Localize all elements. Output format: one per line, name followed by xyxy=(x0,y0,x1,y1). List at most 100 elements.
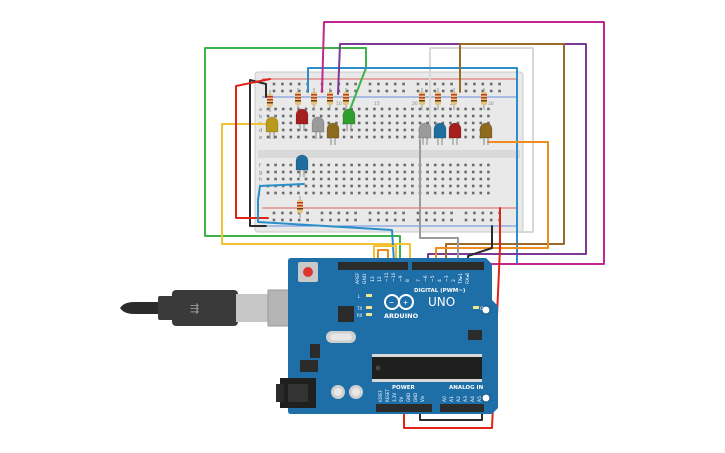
breadboard-hole[interactable] xyxy=(281,135,285,139)
power-header[interactable] xyxy=(376,404,432,412)
breadboard-hole[interactable] xyxy=(365,114,369,118)
breadboard-hole[interactable] xyxy=(471,184,475,188)
breadboard-hole[interactable] xyxy=(471,177,475,181)
breadboard-hole[interactable] xyxy=(327,191,331,195)
breadboard-hole[interactable] xyxy=(450,211,453,215)
breadboard-hole[interactable] xyxy=(433,218,437,222)
breadboard-hole[interactable] xyxy=(403,107,407,111)
breadboard-hole[interactable] xyxy=(479,121,483,125)
breadboard-hole[interactable] xyxy=(471,114,475,118)
breadboard-hole[interactable] xyxy=(354,211,357,215)
breadboard-hole[interactable] xyxy=(433,114,437,118)
breadboard-hole[interactable] xyxy=(388,191,391,195)
breadboard-hole[interactable] xyxy=(402,82,405,86)
breadboard-hole[interactable] xyxy=(289,107,293,111)
breadboard-hole[interactable] xyxy=(464,170,467,174)
breadboard-hole[interactable] xyxy=(377,218,380,222)
breadboard-hole[interactable] xyxy=(274,170,277,174)
breadboard-hole[interactable] xyxy=(304,135,308,139)
breadboard-hole[interactable] xyxy=(281,82,284,86)
breadboard-hole[interactable] xyxy=(464,177,467,181)
breadboard-hole[interactable] xyxy=(418,107,422,111)
breadboard-hole[interactable] xyxy=(297,135,300,139)
breadboard-hole[interactable] xyxy=(388,177,391,181)
breadboard-hole[interactable] xyxy=(297,184,300,188)
breadboard-hole[interactable] xyxy=(281,128,285,132)
breadboard-hole[interactable] xyxy=(266,163,270,167)
breadboard-hole[interactable] xyxy=(365,121,369,125)
breadboard-hole[interactable] xyxy=(464,191,467,195)
breadboard-hole[interactable] xyxy=(433,191,437,195)
breadboard-hole[interactable] xyxy=(425,218,428,222)
breadboard-hole[interactable] xyxy=(433,107,437,111)
breadboard-hole[interactable] xyxy=(403,163,407,167)
breadboard-hole[interactable] xyxy=(357,170,361,174)
breadboard-hole[interactable] xyxy=(342,184,346,188)
breadboard-hole[interactable] xyxy=(350,128,353,132)
breadboard-hole[interactable] xyxy=(464,128,467,132)
breadboard-hole[interactable] xyxy=(373,128,376,132)
breadboard-hole[interactable] xyxy=(464,211,468,215)
breadboard-hole[interactable] xyxy=(416,211,420,215)
dc-power-jack[interactable] xyxy=(276,378,316,408)
breadboard-hole[interactable] xyxy=(487,114,490,118)
leds[interactable] xyxy=(265,108,493,177)
breadboard-hole[interactable] xyxy=(306,211,309,215)
breadboard-hole[interactable] xyxy=(403,184,407,188)
breadboard-hole[interactable] xyxy=(342,128,346,132)
breadboard-hole[interactable] xyxy=(416,82,420,86)
breadboard-hole[interactable] xyxy=(365,191,369,195)
breadboard-hole[interactable] xyxy=(487,170,490,174)
breadboard-hole[interactable] xyxy=(312,114,315,118)
breadboard-hole[interactable] xyxy=(402,89,405,93)
breadboard-hole[interactable] xyxy=(345,89,349,93)
breadboard-hole[interactable] xyxy=(425,82,428,86)
breadboard-hole[interactable] xyxy=(449,177,452,181)
breadboard-hole[interactable] xyxy=(464,114,467,118)
breadboard-hole[interactable] xyxy=(395,135,399,139)
breadboard-hole[interactable] xyxy=(441,114,445,118)
breadboard-hole[interactable] xyxy=(433,82,437,86)
breadboard-hole[interactable] xyxy=(274,177,277,181)
breadboard-hole[interactable] xyxy=(274,191,277,195)
breadboard-hole[interactable] xyxy=(297,128,300,132)
breadboard-hole[interactable] xyxy=(489,82,493,86)
breadboard-hole[interactable] xyxy=(306,218,309,222)
breadboard-hole[interactable] xyxy=(380,163,384,167)
breadboard-hole[interactable] xyxy=(337,218,341,222)
breadboard-hole[interactable] xyxy=(266,191,270,195)
breadboard-hole[interactable] xyxy=(304,191,308,195)
breadboard-hole[interactable] xyxy=(329,82,332,86)
breadboard-hole[interactable] xyxy=(373,114,376,118)
breadboard-hole[interactable] xyxy=(319,107,323,111)
breadboard-hole[interactable] xyxy=(327,170,331,174)
breadboard-hole[interactable] xyxy=(350,135,353,139)
breadboard-hole[interactable] xyxy=(388,170,391,174)
breadboard-hole[interactable] xyxy=(395,128,399,132)
breadboard-hole[interactable] xyxy=(411,128,414,132)
breadboard-hole[interactable] xyxy=(357,135,361,139)
breadboard-hole[interactable] xyxy=(411,191,414,195)
breadboard-hole[interactable] xyxy=(464,82,468,86)
breadboard-hole[interactable] xyxy=(289,218,293,222)
breadboard[interactable]: a b c d e f g h i j 1 5 10 15 20 25 30 xyxy=(254,71,524,233)
breadboard-hole[interactable] xyxy=(416,89,420,93)
breadboard-hole[interactable] xyxy=(388,114,391,118)
breadboard-hole[interactable] xyxy=(411,170,414,174)
breadboard-hole[interactable] xyxy=(342,163,346,167)
analog-header[interactable] xyxy=(440,404,484,412)
breadboard-hole[interactable] xyxy=(449,163,452,167)
breadboard-hole[interactable] xyxy=(403,170,407,174)
breadboard-hole[interactable] xyxy=(426,177,429,181)
breadboard-hole[interactable] xyxy=(456,163,460,167)
arduino-uno-board[interactable]: AREF GND 13 12 ~11 ~10 ~9 8 7 ~6 ~5 4 ~3… xyxy=(288,258,498,414)
breadboard-hole[interactable] xyxy=(365,177,369,181)
breadboard-hole[interactable] xyxy=(354,82,357,86)
breadboard-hole[interactable] xyxy=(411,177,414,181)
breadboard-hole[interactable] xyxy=(365,135,369,139)
breadboard-hole[interactable] xyxy=(487,107,490,111)
breadboard-hole[interactable] xyxy=(473,211,476,215)
breadboard-hole[interactable] xyxy=(373,177,376,181)
breadboard-hole[interactable] xyxy=(471,107,475,111)
breadboard-hole[interactable] xyxy=(388,121,391,125)
